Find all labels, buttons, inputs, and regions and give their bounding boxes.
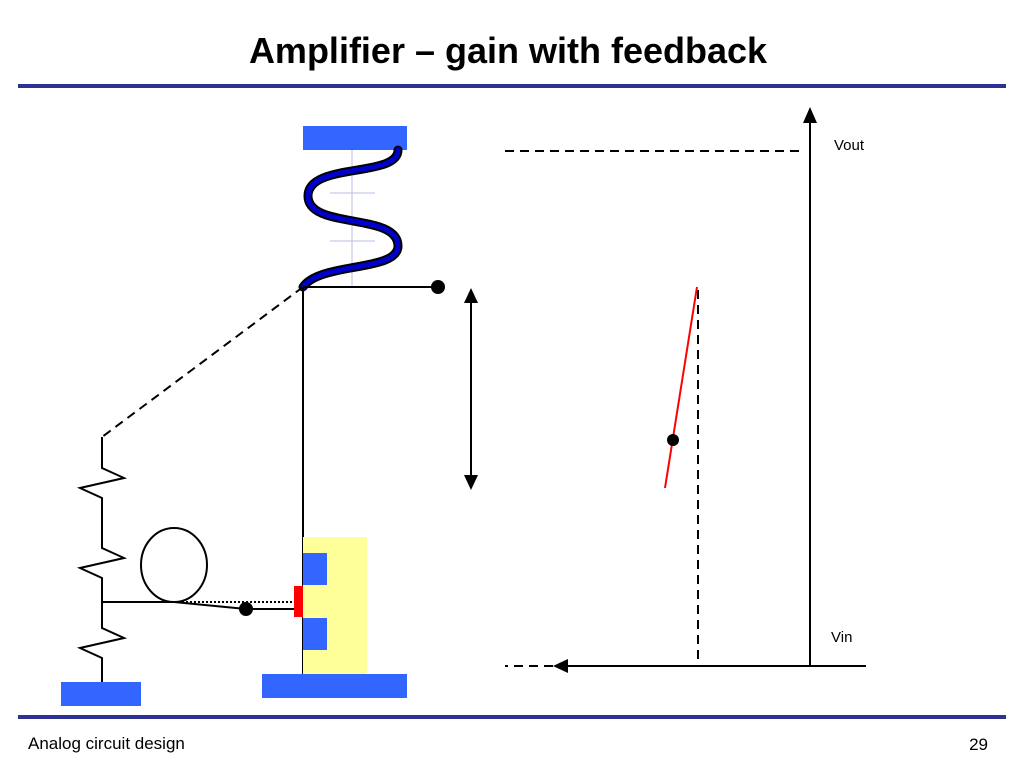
output-swing-arrow: [464, 288, 478, 490]
vout-label: Vout: [834, 137, 865, 154]
top-supply-plate: [303, 126, 407, 150]
vin-axis: [505, 659, 866, 673]
feedback-dashed-line: [101, 286, 304, 438]
spring-load: [298, 145, 403, 292]
transistor-gate: [294, 586, 303, 617]
transistor-source-region: [303, 618, 327, 650]
vin-label: Vin: [831, 629, 852, 646]
feedback-resistor: [76, 437, 128, 682]
slide-title: Amplifier – gain with feedback: [249, 30, 768, 71]
transfer-characteristic-line: [664, 286, 698, 489]
output-terminal: [431, 280, 445, 294]
footer-title: Analog circuit design: [28, 734, 185, 753]
transistor-drain-region: [303, 553, 327, 585]
input-terminal: [239, 602, 253, 616]
vout-axis: [803, 107, 817, 666]
signal-source: [140, 527, 208, 603]
bottom-supply-plate: [262, 674, 407, 698]
page-number: 29: [969, 735, 988, 754]
source-lead: [173, 601, 247, 610]
ground-plate: [61, 682, 141, 706]
operating-point: [667, 434, 679, 446]
